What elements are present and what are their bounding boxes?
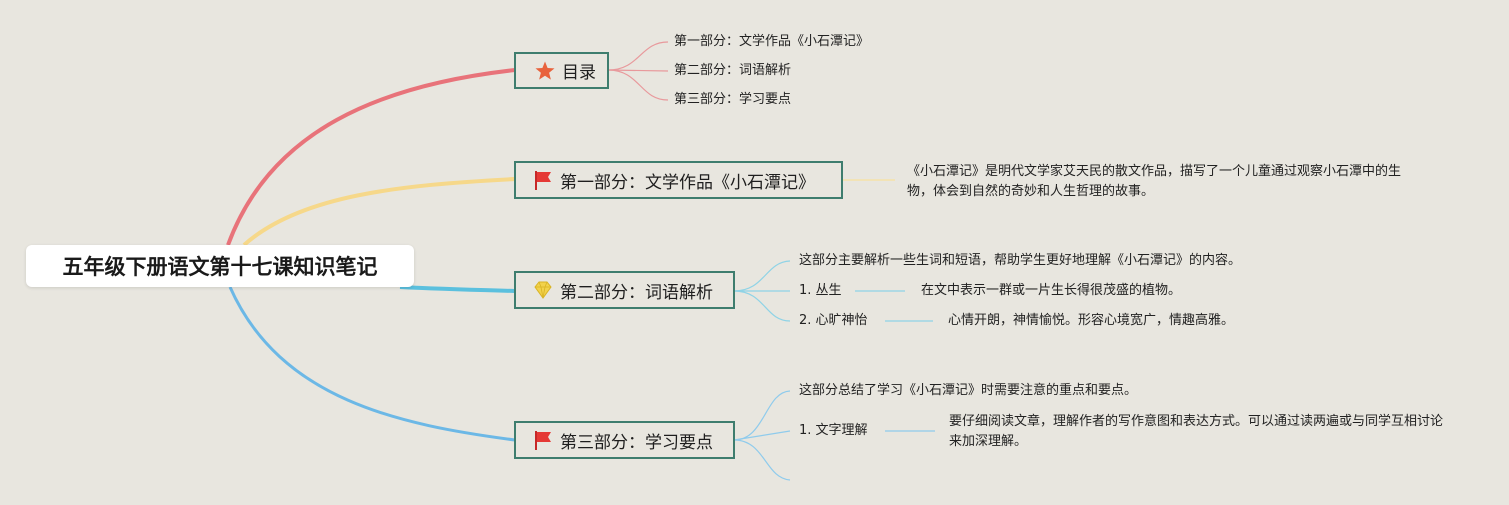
branch-link-part1 (242, 177, 516, 247)
red-flag-icon (532, 429, 554, 451)
star-icon (534, 60, 556, 82)
branch-node-toc[interactable]: 目录 (514, 52, 609, 89)
branch-link-part3 (228, 286, 516, 442)
root-topic[interactable]: 五年级下册语文第十七课知识笔记 (26, 245, 414, 287)
part2-intro[interactable]: 这部分主要解析一些生词和短语，帮助学生更好地理解《小石潭记》的内容。 (799, 253, 1242, 268)
toc-item-2[interactable]: 第二部分：词语解析 (674, 63, 792, 78)
red-flag-icon (532, 169, 554, 191)
part2-meaning-2[interactable]: 心情开朗，神情愉悦。形容心境宽广，情趣高雅。 (948, 313, 1235, 328)
part2-term-2[interactable]: 2. 心旷神怡 (799, 313, 868, 328)
part3-detail-1[interactable]: 要仔细阅读文章，理解作者的写作意图和表达方式。可以通过读两遍或与同学互相讨论来加… (949, 414, 1444, 449)
part3-intro[interactable]: 这部分总结了学习《小石潭记》时需要注意的重点和要点。 (799, 383, 1138, 398)
part2-meaning-1[interactable]: 在文中表示一群或一片生长得很茂盛的植物。 (921, 283, 1182, 298)
branch-node-part1[interactable]: 第一部分：文学作品《小石潭记》 (514, 161, 843, 199)
branch-link-toc (226, 68, 516, 246)
toc-item-1[interactable]: 第一部分：文学作品《小石潭记》 (674, 34, 870, 49)
part2-leaf-links (733, 260, 933, 322)
toc-leaf-links (607, 41, 669, 101)
branch-link-part2 (399, 285, 516, 293)
toc-item-3[interactable]: 第三部分：学习要点 (674, 92, 792, 107)
branch-label-part3: 第三部分：学习要点 (560, 432, 713, 453)
branch-label-part1: 第一部分：文学作品《小石潭记》 (560, 172, 815, 193)
part2-term-1[interactable]: 1. 丛生 (799, 283, 842, 298)
branch-node-part2[interactable]: 第二部分：词语解析 (514, 271, 735, 309)
branch-node-part3[interactable]: 第三部分：学习要点 (514, 421, 735, 459)
diamond-icon (532, 279, 554, 301)
part1-summary[interactable]: 《小石潭记》是明代文学家艾天民的散文作品，描写了一个儿童通过观察小石潭中的生物，… (907, 164, 1402, 199)
branch-label-part2: 第二部分：词语解析 (560, 282, 713, 303)
branch-label-toc: 目录 (562, 63, 596, 83)
root-title: 五年级下册语文第十七课知识笔记 (62, 255, 378, 279)
part3-leaf-links (733, 390, 935, 481)
part3-point-1[interactable]: 1. 文字理解 (799, 423, 868, 438)
